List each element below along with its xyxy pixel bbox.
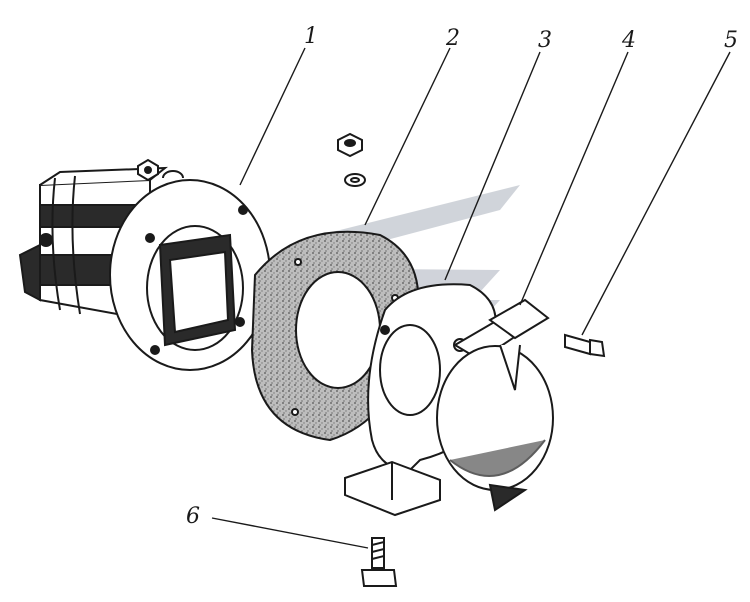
callout-1: 1 (304, 24, 318, 49)
callout-5: 5 (724, 28, 738, 53)
callout-6: 6 (186, 504, 200, 529)
leader-4 (519, 51, 629, 306)
callout-3: 3 (538, 28, 552, 53)
leader-lines (211, 47, 731, 549)
screw-part-6 (360, 537, 398, 587)
lamp-cover-part-4 (436, 298, 554, 512)
callout-2: 2 (446, 26, 460, 51)
leader-2 (364, 47, 451, 226)
housing-part-1 (18, 158, 271, 371)
leader-3 (444, 51, 541, 281)
callout-4: 4 (622, 28, 636, 53)
leader-1 (239, 47, 306, 186)
leader-5 (581, 51, 731, 336)
bolt-part-5 (564, 333, 606, 358)
leader-6 (211, 517, 369, 549)
nut-and-washer (337, 132, 366, 187)
